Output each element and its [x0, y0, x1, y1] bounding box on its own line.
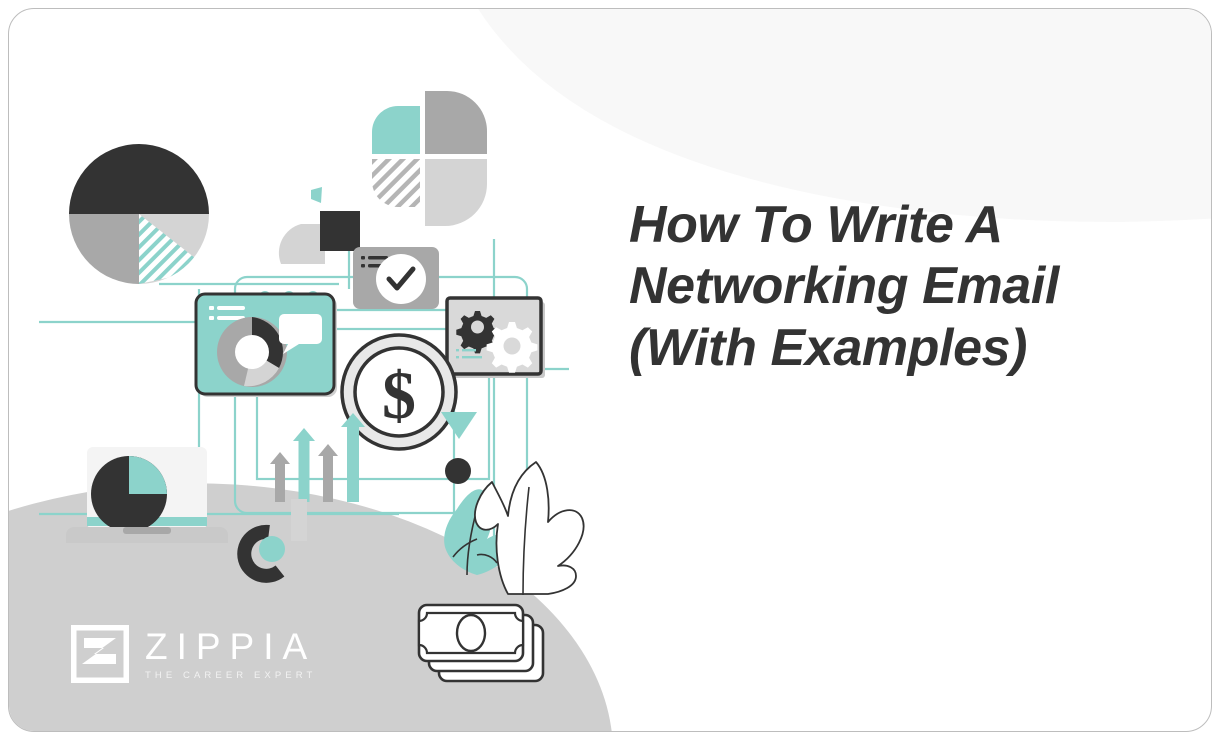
- banknote-stack: [417, 603, 545, 683]
- black-dot: [445, 458, 471, 484]
- speech-bubble: [279, 314, 322, 354]
- teal-dashboard-card: [194, 292, 337, 397]
- gear-dark-icon: [456, 311, 499, 354]
- gear-white-icon: [486, 322, 538, 373]
- gray-tab: [291, 499, 307, 541]
- arrow-1-gray: [270, 452, 290, 502]
- checkmark-card: [353, 247, 439, 309]
- dark-square: [320, 211, 360, 251]
- brand-name: ZIPPIA: [145, 625, 317, 667]
- bottom-left-gray-circle: [9, 483, 613, 731]
- check-icon: [386, 266, 416, 291]
- arrow-2-teal: [293, 428, 315, 502]
- hero-illustration: $: [39, 91, 585, 683]
- clover-petals: [372, 91, 487, 226]
- brand-logo: ZIPPIA THE CAREER EXPERT: [71, 625, 316, 683]
- arrow-3-gray: [318, 444, 338, 502]
- light-gray-blob: [278, 224, 325, 264]
- card-bullet-lines: [209, 306, 245, 320]
- brand-tagline: THE CAREER EXPERT: [145, 669, 317, 681]
- zippia-z-logo-icon: [71, 625, 129, 683]
- pie-chart-top-left: [69, 144, 209, 284]
- arrow-4-teal: [341, 413, 365, 502]
- gears-card: [445, 296, 545, 378]
- c-arc-with-dot: [237, 524, 285, 583]
- petal-light-gray: [425, 159, 487, 226]
- laptop-pie-chart: [66, 447, 228, 543]
- growth-arrows: [270, 413, 365, 502]
- gears-card-text-lines: [456, 349, 482, 359]
- svg-text:$: $: [382, 357, 416, 433]
- petal-gray: [425, 91, 487, 154]
- teal-leaf: [444, 489, 511, 575]
- outline-leaf: [474, 461, 585, 595]
- dollar-coin: $: [340, 333, 458, 451]
- petal-teal: [372, 106, 420, 154]
- teal-fragment: [311, 187, 322, 203]
- plant-leaves: [444, 461, 585, 596]
- teal-triangle: [441, 412, 477, 439]
- donut-chart: [217, 317, 287, 387]
- petal-striped: [372, 159, 420, 207]
- poster-card: $: [8, 8, 1212, 732]
- background-shapes: [9, 9, 1211, 731]
- page-title: How To Write A Networking Email (With Ex…: [629, 196, 1059, 377]
